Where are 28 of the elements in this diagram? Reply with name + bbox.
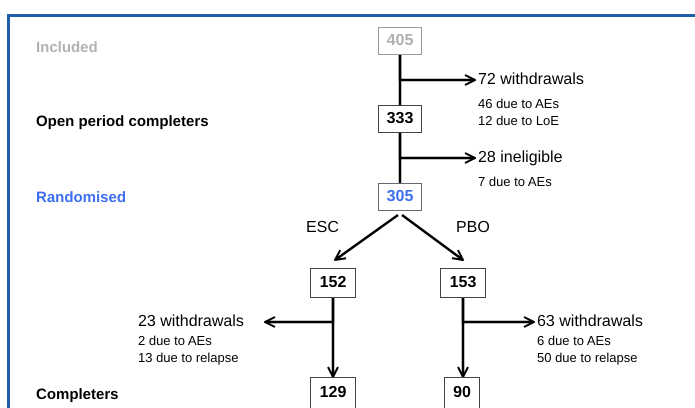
count-box: 90 [444, 377, 480, 408]
count-box: 333 [378, 105, 422, 133]
arrow [398, 133, 476, 164]
row-label: Open period completers [36, 113, 209, 131]
arrow [401, 214, 464, 261]
exclusion-reason: 50 due to relapse [537, 349, 638, 366]
count-box: 153 [440, 268, 486, 298]
count-box: 129 [310, 377, 356, 408]
exclusion-reason: 13 due to relapse [138, 349, 240, 366]
exclusion-heading: 23 withdrawals [138, 312, 245, 332]
exclusion-reason: 7 due to AEs [478, 173, 553, 190]
exclusion-heading: 28 ineligible [478, 148, 564, 168]
arrow [398, 55, 476, 86]
exclusion-reason: 6 due to AEs [537, 332, 612, 349]
row-label: Included [36, 39, 98, 57]
count-box: 305 [378, 183, 422, 211]
arrow [334, 214, 399, 262]
exclusion-heading: 72 withdrawals [478, 70, 585, 90]
row-label: Randomised [36, 189, 126, 207]
exclusion-reason: 2 due to AEs [138, 332, 213, 349]
exclusion-reason: 12 due to LoE [478, 112, 560, 129]
count-box: 405 [378, 27, 422, 55]
row-label: Completers [36, 386, 119, 404]
arrow [457, 298, 469, 378]
count-box: 152 [310, 268, 356, 298]
arrow [327, 298, 339, 378]
exclusion-heading: 63 withdrawals [537, 312, 644, 332]
exclusion-reason: 46 due to AEs [478, 95, 560, 112]
